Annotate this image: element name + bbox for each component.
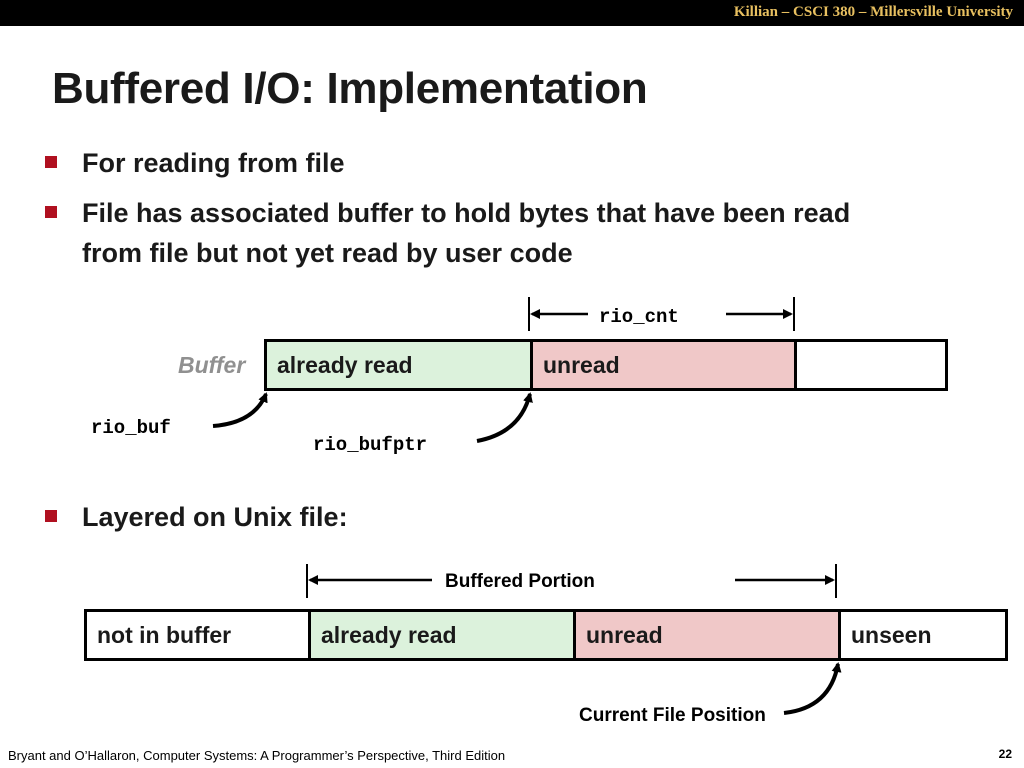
rio-bufptr-label: rio_bufptr	[313, 434, 428, 456]
bullet-text-line1: File has associated buffer to hold bytes…	[82, 198, 851, 228]
bullet-item: File has associated buffer to hold bytes…	[45, 193, 851, 273]
rio-bufptr-arrow	[476, 392, 533, 443]
bullet-square-icon	[45, 510, 57, 522]
file-cell-already-read: already read	[311, 612, 576, 658]
rio-buf-label: rio_buf	[91, 417, 171, 439]
buffer-cell-already-read: already read	[267, 342, 533, 388]
bullet-text: Layered on Unix file:	[82, 502, 348, 532]
footer-citation: Bryant and O’Hallaron, Computer Systems:…	[8, 748, 506, 763]
bullet-square-icon	[45, 206, 57, 218]
buffer-label: Buffer	[178, 352, 246, 378]
bullet-item: For reading from file	[45, 143, 345, 183]
current-file-position-label: Current File Position	[579, 705, 766, 726]
file-cell-unseen: unseen	[841, 612, 1005, 658]
bullet-text-line2: from file but not yet read by user code	[82, 238, 573, 268]
page-number: 22	[998, 747, 1012, 761]
bullet-square-icon	[45, 156, 57, 168]
bullet-item: Layered on Unix file:	[45, 497, 348, 537]
bullet-text: For reading from file	[82, 148, 345, 178]
rio-buf-arrow	[212, 392, 268, 428]
buffer-diagram: already read unread	[264, 339, 948, 391]
buffer-cell-unread: unread	[533, 342, 797, 388]
buffer-cell-empty	[797, 342, 945, 388]
buffered-portion-label: Buffered Portion	[445, 571, 595, 592]
header-text: Killian – CSCI 380 – Millersville Univer…	[733, 4, 1013, 20]
rio-cnt-label: rio_cnt	[599, 306, 679, 328]
file-cell-unread: unread	[576, 612, 841, 658]
file-diagram: not in buffer already read unread unseen	[84, 609, 1008, 661]
header-bar: Killian – CSCI 380 – Millersville Univer…	[0, 0, 1024, 26]
file-cell-not-in-buffer: not in buffer	[87, 612, 311, 658]
slide-title: Buffered I/O: Implementation	[52, 64, 648, 113]
current-file-position-arrow	[783, 662, 842, 715]
